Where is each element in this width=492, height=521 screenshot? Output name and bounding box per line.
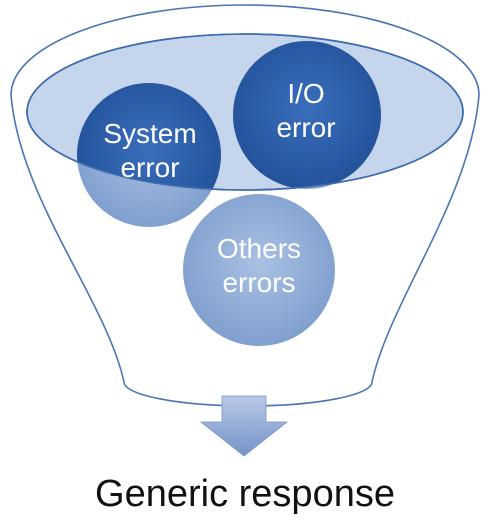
ball-system-error-label-line1: System: [103, 118, 196, 149]
ball-system-error-label-line2: error: [120, 152, 179, 183]
ball-others-errors-label-line1: Others: [217, 233, 301, 264]
ball-io-error-label-line2: error: [276, 112, 335, 143]
ball-others-errors-label-line2: errors: [222, 267, 295, 298]
ball-others-errors: [183, 194, 335, 346]
down-arrow-icon: [199, 395, 289, 457]
ball-io-error-label-line1: I/O: [287, 78, 324, 109]
caption-generic-response: Generic response: [95, 473, 395, 515]
